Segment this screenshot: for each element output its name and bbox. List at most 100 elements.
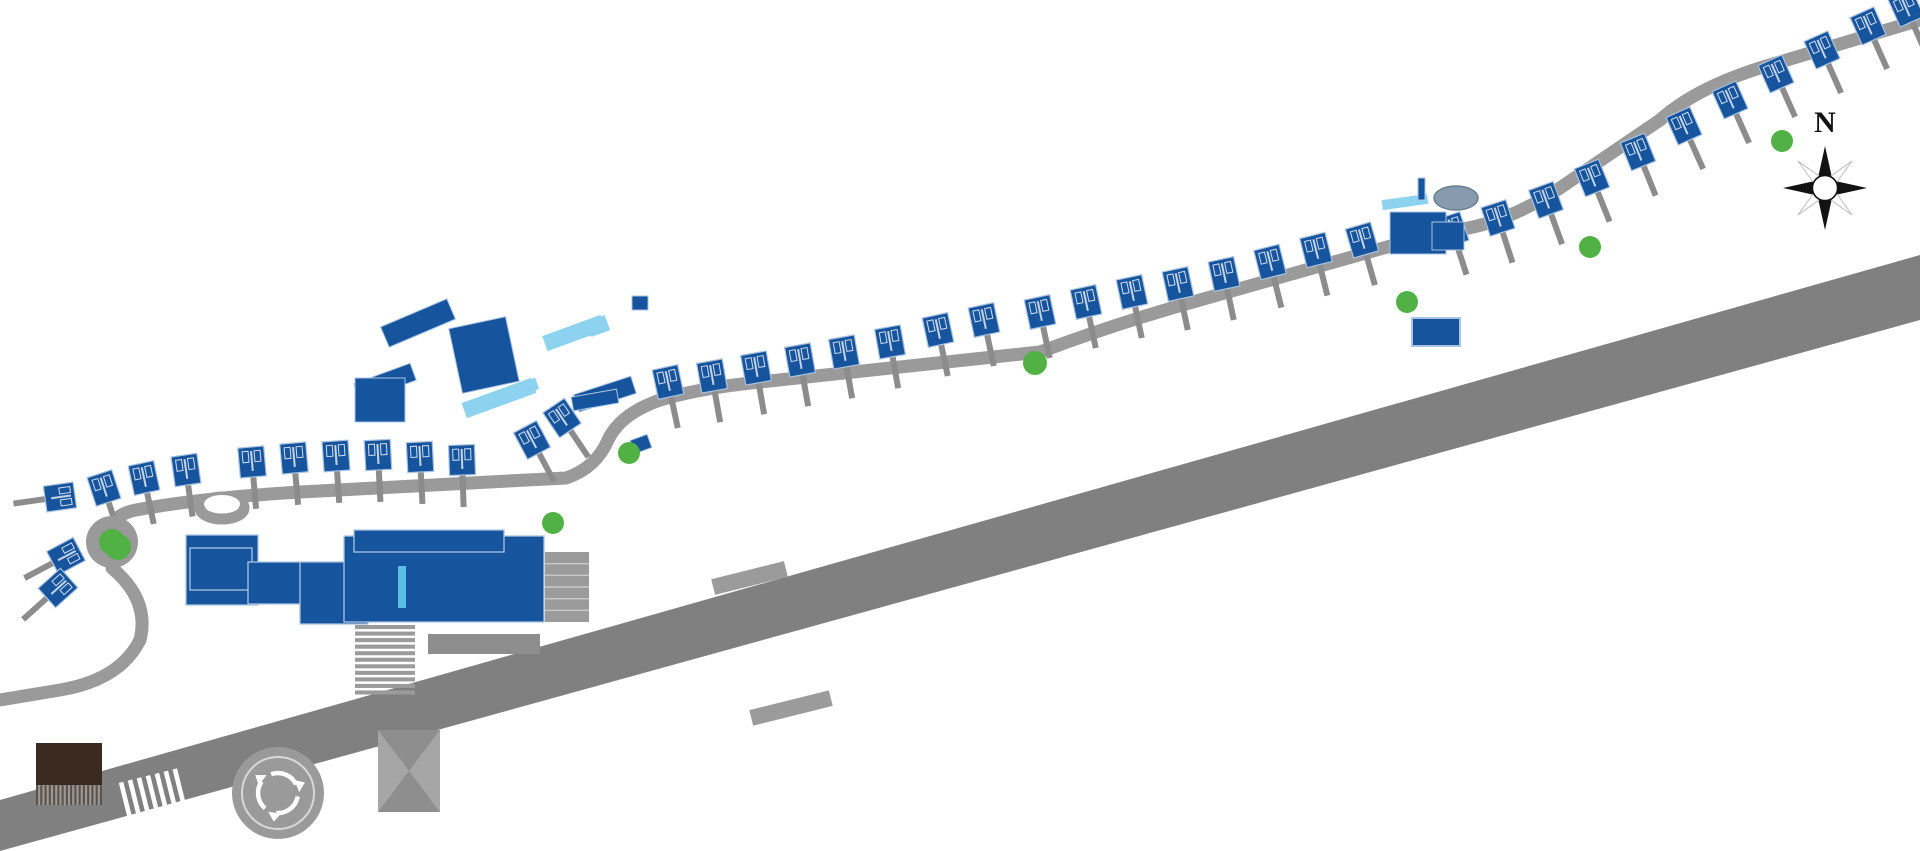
unit-party-wall [1312, 239, 1320, 259]
dark-building-apron-stripe [44, 785, 47, 805]
unit-driveway [1131, 304, 1145, 339]
residential-unit [651, 363, 685, 401]
green-node-culdesac [105, 534, 131, 560]
atrium-skylight [398, 566, 406, 608]
unit-party-wall [292, 446, 296, 468]
dark-building-apron-stripe [70, 785, 73, 805]
roundabout-arrow-arc-0 [276, 795, 300, 816]
residential-unit [739, 350, 773, 386]
unit-porch-right [1636, 137, 1647, 152]
unit-driveway [1316, 261, 1331, 297]
residential-unit [873, 324, 907, 360]
parking-stall-row [355, 638, 415, 643]
unit-porch-right [186, 457, 196, 471]
unit-driveway [21, 594, 51, 622]
green-node-6 [1771, 130, 1793, 152]
unit-party-wall [1770, 63, 1781, 83]
unit-party-wall [1632, 141, 1643, 161]
green-node-4 [1396, 291, 1418, 313]
unit-porch-right [337, 443, 346, 457]
amenity-strips [461, 193, 1429, 419]
residential-unit [237, 445, 267, 479]
unit-porch-left [832, 341, 842, 355]
unit-driveway [333, 468, 343, 504]
roundabout-arrow-head-2 [294, 780, 305, 793]
unit-driveway [1270, 273, 1285, 309]
unit-driveway [983, 332, 997, 367]
unit-porch-right [295, 445, 304, 459]
unit-party-wall [418, 445, 422, 467]
roundabout-arrow-arc-1 [255, 780, 267, 811]
clubhouse-wing [1431, 221, 1465, 251]
residential-unit [1344, 221, 1380, 259]
unit-party-wall [841, 340, 847, 362]
unit-porch-right [1086, 288, 1096, 302]
parking-stall-row [355, 644, 415, 649]
unit-party-wall [250, 450, 254, 472]
unit-porch-left [1120, 281, 1130, 295]
unit-porch-left [61, 542, 75, 555]
unit-porch-right [66, 552, 81, 565]
compass-north-label: N [1814, 106, 1836, 139]
building-bar-f [570, 388, 620, 412]
residential-unit [170, 452, 202, 488]
unit-porch-right [1544, 185, 1556, 200]
unit-party-wall [50, 494, 72, 500]
residential-unit [279, 441, 309, 475]
east-parking-structure [545, 552, 589, 622]
unit-party-wall [664, 371, 671, 392]
unit-driveway [184, 482, 196, 517]
unit-party-wall [1724, 89, 1735, 109]
unit-porch-right [800, 347, 810, 361]
residential-unit [1023, 293, 1057, 331]
unit-porch-left [1670, 116, 1682, 131]
pedestrian-crosswalk [118, 768, 188, 824]
residential-unit [827, 334, 861, 370]
unit-porch-right [557, 403, 571, 418]
crosswalk-stripe [136, 777, 152, 820]
dark-brick-building [36, 743, 102, 805]
dark-building-apron-stripe [36, 785, 39, 805]
highway-median-marker-0 [711, 561, 788, 595]
unit-porch-right [1727, 85, 1739, 100]
roundabout-arrow-arc-2 [270, 770, 299, 786]
unit-driveway [375, 467, 384, 503]
unit-porch-left [1892, 0, 1904, 13]
unit-driveway [889, 354, 902, 389]
green-node-5 [1579, 236, 1601, 258]
unit-porch-right [1819, 35, 1831, 50]
main-highway [0, 255, 1920, 851]
unit-porch-right [1315, 236, 1326, 250]
unit-driveway [1362, 251, 1378, 287]
unit-party-wall [1586, 167, 1597, 187]
building-small-d [631, 295, 649, 311]
dark-building-apron-stripe [99, 785, 102, 805]
residential-unit [363, 438, 393, 472]
unit-driveway [1223, 286, 1237, 321]
unit-porch-right [1178, 270, 1188, 284]
unit-porch-left [972, 309, 982, 323]
unit-driveway [711, 388, 724, 423]
highway-median-marker-1 [749, 690, 833, 726]
residential-unit [967, 301, 1001, 339]
residential-unit [1299, 231, 1333, 269]
unit-porch-left [1716, 90, 1728, 105]
isolated-blue-building [1411, 317, 1461, 347]
unit-porch-right [844, 339, 854, 353]
unit-driveway [1177, 296, 1191, 331]
unit-porch-left [1578, 168, 1590, 183]
dark-building-apron-stripe [82, 785, 85, 805]
roundabout-arrow-head-0 [268, 811, 282, 822]
dark-building-apron-stripe [48, 785, 51, 805]
community-pool-oval [1433, 185, 1479, 211]
dark-building-apron-stripe [91, 785, 94, 805]
unit-porch-left [1166, 273, 1176, 287]
unit-porch-right [1269, 248, 1280, 262]
unit-driveway [250, 474, 260, 510]
unit-driveway [1547, 211, 1565, 246]
dark-brick-building-body [36, 743, 102, 786]
cyan-strip-clubhouse [1381, 193, 1429, 211]
dark-building-apron-stripe [40, 785, 43, 805]
residential-unit [512, 419, 552, 461]
highway-median-markers [711, 561, 833, 726]
